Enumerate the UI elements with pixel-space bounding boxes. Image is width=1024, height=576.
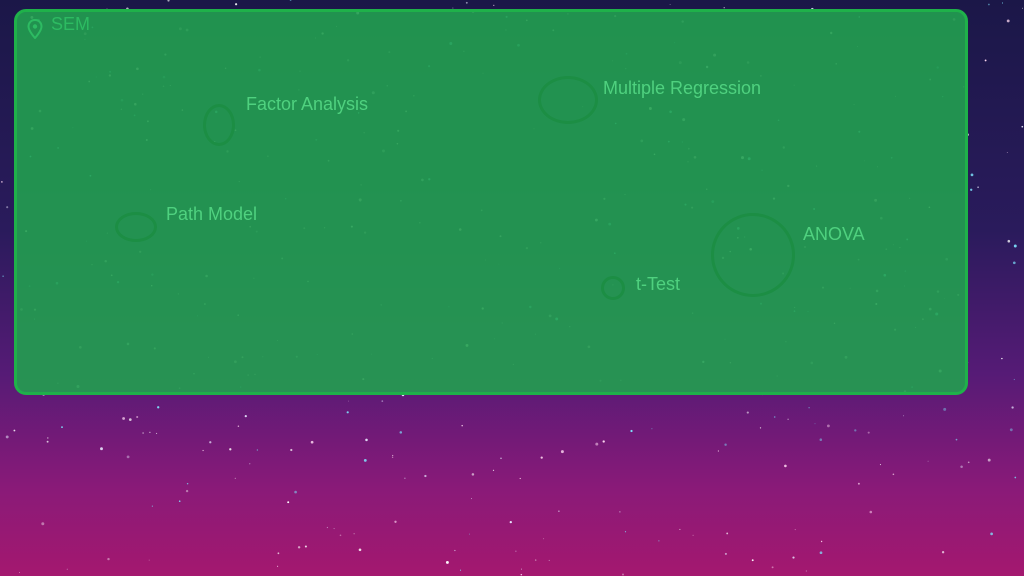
location-pin-icon	[27, 19, 43, 39]
sem-panel[interactable]: SEM Factor Analysis Multiple Regression …	[14, 9, 968, 395]
multiple-regression-node[interactable]	[538, 76, 598, 124]
factor-analysis-node[interactable]	[203, 104, 235, 146]
t-test-node[interactable]	[601, 276, 625, 300]
factor-analysis-label: Factor Analysis	[246, 94, 369, 114]
path-model-node[interactable]	[115, 212, 157, 242]
multiple-regression-label: Multiple Regression	[603, 78, 762, 98]
t-test-label: t-Test	[636, 274, 681, 294]
anova-label: ANOVA	[803, 224, 865, 244]
anova-node[interactable]	[711, 213, 795, 297]
panel-title: SEM	[51, 14, 91, 34]
path-model-label: Path Model	[166, 204, 258, 224]
